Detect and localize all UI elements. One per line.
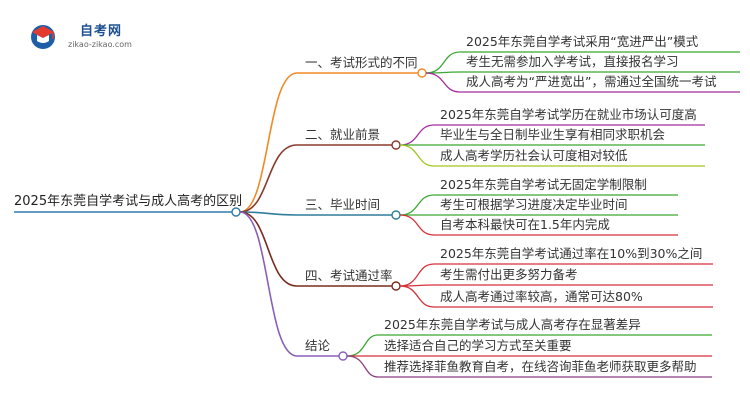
graduation-cap-icon: [31, 25, 55, 49]
leaf-connector: [346, 355, 379, 378]
branch-label: 结论: [305, 338, 331, 353]
leaf-label: 2025年东莞自学考试学历在就业市场认可度高: [440, 107, 697, 122]
root-node: 2025年东莞自学考试与成人高考的区别: [14, 194, 243, 209]
leaf-label: 考生需付出更多努力备考: [440, 267, 578, 282]
branch-label: 二、就业前景: [305, 127, 381, 142]
branch-label: 三、毕业时间: [305, 197, 381, 212]
leaf-label: 考生可根据学习进度决定毕业时间: [440, 197, 628, 212]
branch-node-circle: [391, 140, 401, 150]
branch-connector: [239, 211, 298, 357]
leaf-label: 成人高考通过率较高，通常可达80%: [440, 289, 643, 304]
leaf-label: 成人高考为“严进宽出”，需通过全国统一考试: [466, 74, 717, 89]
branch-connector: [239, 211, 298, 287]
leaf-connector: [399, 263, 435, 287]
branch-connector: [239, 144, 298, 213]
leaf-label: 推荐选择菲鱼教育自考，在线咨询菲鱼老师获取更多帮助: [384, 359, 697, 374]
leaf-connector: [399, 124, 435, 146]
leaf-label: 考生无需参加入学考试，直接报名学习: [466, 54, 679, 69]
leaf-connector: [399, 285, 435, 308]
leaf-connector: [399, 214, 435, 236]
branch-connector: [239, 72, 298, 213]
branch-connector: [239, 211, 298, 216]
leaf-connector: [425, 51, 461, 74]
leaf-connector: [399, 194, 435, 216]
leaf-label: 2025年东莞自学考试通过率在10%到30%之间: [440, 246, 703, 261]
leaf-connector: [346, 334, 379, 357]
leaf-label: 毕业生与全日制毕业生享有相同求职机会: [440, 127, 666, 142]
branch-node-circle: [417, 68, 427, 78]
leaf-label: 自考本科最快可在1.5年内完成: [440, 217, 610, 232]
branch-node-circle: [391, 281, 401, 291]
leaf-label: 2025年东莞自学考试与成人高考存在显著差异: [384, 317, 641, 332]
branch-label: 一、考试形式的不同: [305, 55, 418, 70]
branch-node-circle: [338, 351, 348, 361]
leaf-label: 2025年东莞自学考试采用“宽进严出”模式: [466, 34, 699, 49]
logo-title: 自考网: [80, 24, 123, 39]
logo-url: zikao-zikao.com: [68, 40, 132, 49]
leaf-label: 成人高考学历社会认可度相对较低: [440, 148, 628, 163]
site-logo[interactable]: 自考网 zikao-zikao.com: [28, 16, 148, 56]
branch-label: 四、考试通过率: [305, 268, 393, 283]
branch-node-circle: [391, 210, 401, 220]
leaf-connector: [399, 144, 435, 167]
leaf-label: 2025年东莞自学考试无固定学制限制: [440, 177, 647, 192]
leaf-connector: [425, 72, 461, 93]
leaf-label: 选择适合自己的学习方式至关重要: [384, 338, 572, 353]
